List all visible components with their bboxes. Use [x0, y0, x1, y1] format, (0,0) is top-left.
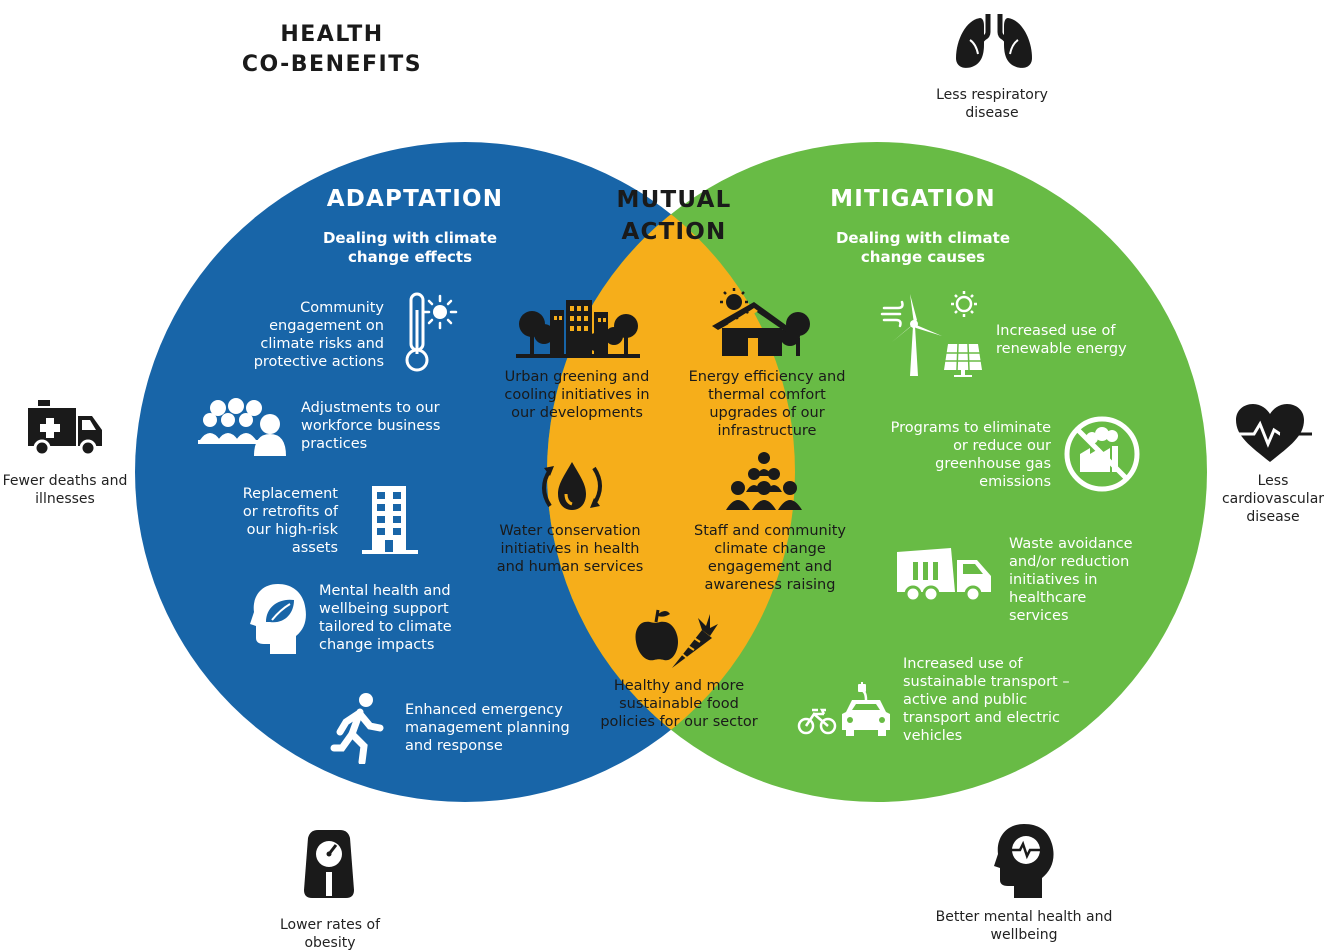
- adaptation-subtitle-line-1: Dealing with climate: [322, 229, 497, 247]
- mutual-item-text: Energy efficiency and thermal comfort up…: [688, 369, 846, 439]
- benefit-text: Fewer deaths and illnesses: [2, 473, 128, 507]
- mutual-heading-line-2: ACTION: [621, 219, 727, 245]
- running-person-icon: [330, 693, 384, 764]
- mitigation-subtitle-line-2: change causes: [860, 248, 986, 266]
- thermometer-sun-icon: [405, 292, 458, 372]
- community-group-icon: [726, 452, 802, 510]
- title-line-2: CO-BENEFITS: [241, 52, 423, 77]
- head-leaf-icon: [250, 584, 306, 654]
- mutual-item-text: Urban greening and cooling initiatives i…: [504, 369, 650, 421]
- adaptation-item-text: Replacement or retrofits of our high-ris…: [242, 486, 338, 556]
- mutual-heading-line-1: MUTUAL: [616, 187, 732, 213]
- lungs-icon: [956, 14, 1032, 68]
- people-group-icon: [198, 398, 286, 456]
- scale-icon: [304, 830, 354, 898]
- adaptation-item-text: Enhanced emergency management planning a…: [405, 702, 570, 754]
- adaptation-heading: ADAPTATION: [326, 186, 504, 212]
- city-trees-icon: [516, 300, 640, 358]
- adaptation-item-text: Mental health and wellbeing support tail…: [319, 583, 452, 653]
- wind-solar-icon: [880, 291, 982, 377]
- heart-pulse-icon: [1236, 404, 1312, 462]
- mutual-action-intersection: [547, 142, 795, 802]
- adaptation-subtitle: Dealing with climate change effects: [290, 229, 530, 267]
- mutual-item-text: Staff and community climate change engag…: [693, 523, 847, 593]
- bike-electric-car-icon: [797, 682, 890, 736]
- ambulance-icon: [28, 400, 102, 456]
- benefit-text: Less cardiovascular disease: [1221, 473, 1325, 525]
- solar-house-icon: [712, 288, 810, 356]
- adaptation-item-text: Adjustments to our workforce business pr…: [301, 400, 441, 452]
- water-drop-cycle-icon: [542, 462, 602, 510]
- building-icon: [362, 486, 418, 554]
- garbage-truck-icon: [897, 548, 991, 603]
- benefit-text: Lower rates of obesity: [279, 917, 381, 951]
- mutual-action-heading: MUTUAL ACTION: [574, 184, 774, 248]
- mutual-item-text: Water conservation initiatives in health…: [496, 523, 644, 575]
- mutual-item-text: Healthy and more sustainable food polici…: [600, 678, 758, 730]
- adaptation-subtitle-line-2: change effects: [348, 248, 472, 266]
- diagram-title: HEALTH CO-BENEFITS: [232, 20, 432, 80]
- benefit-text: Better mental health and wellbeing: [935, 909, 1113, 943]
- mitigation-subtitle: Dealing with climate change causes: [803, 229, 1043, 267]
- head-heartbeat-icon: [994, 824, 1054, 898]
- no-factory-emissions-icon: [1064, 416, 1140, 492]
- apple-carrot-icon: [635, 609, 718, 668]
- adaptation-item-text: Community engagement on climate risks an…: [253, 300, 384, 370]
- mitigation-subtitle-line-1: Dealing with climate: [835, 229, 1010, 247]
- mitigation-heading: MITIGATION: [830, 186, 996, 212]
- benefit-text: Less respiratory disease: [936, 87, 1048, 121]
- title-line-1: HEALTH: [280, 22, 384, 47]
- mitigation-item-text: Waste avoidance and/or reduction initiat…: [1009, 536, 1133, 624]
- mitigation-item-text: Programs to eliminate or reduce our gree…: [890, 420, 1051, 490]
- mitigation-item-text: Increased use of renewable energy: [996, 323, 1127, 357]
- mitigation-item-text: Increased use of sustainable transport –…: [903, 656, 1070, 744]
